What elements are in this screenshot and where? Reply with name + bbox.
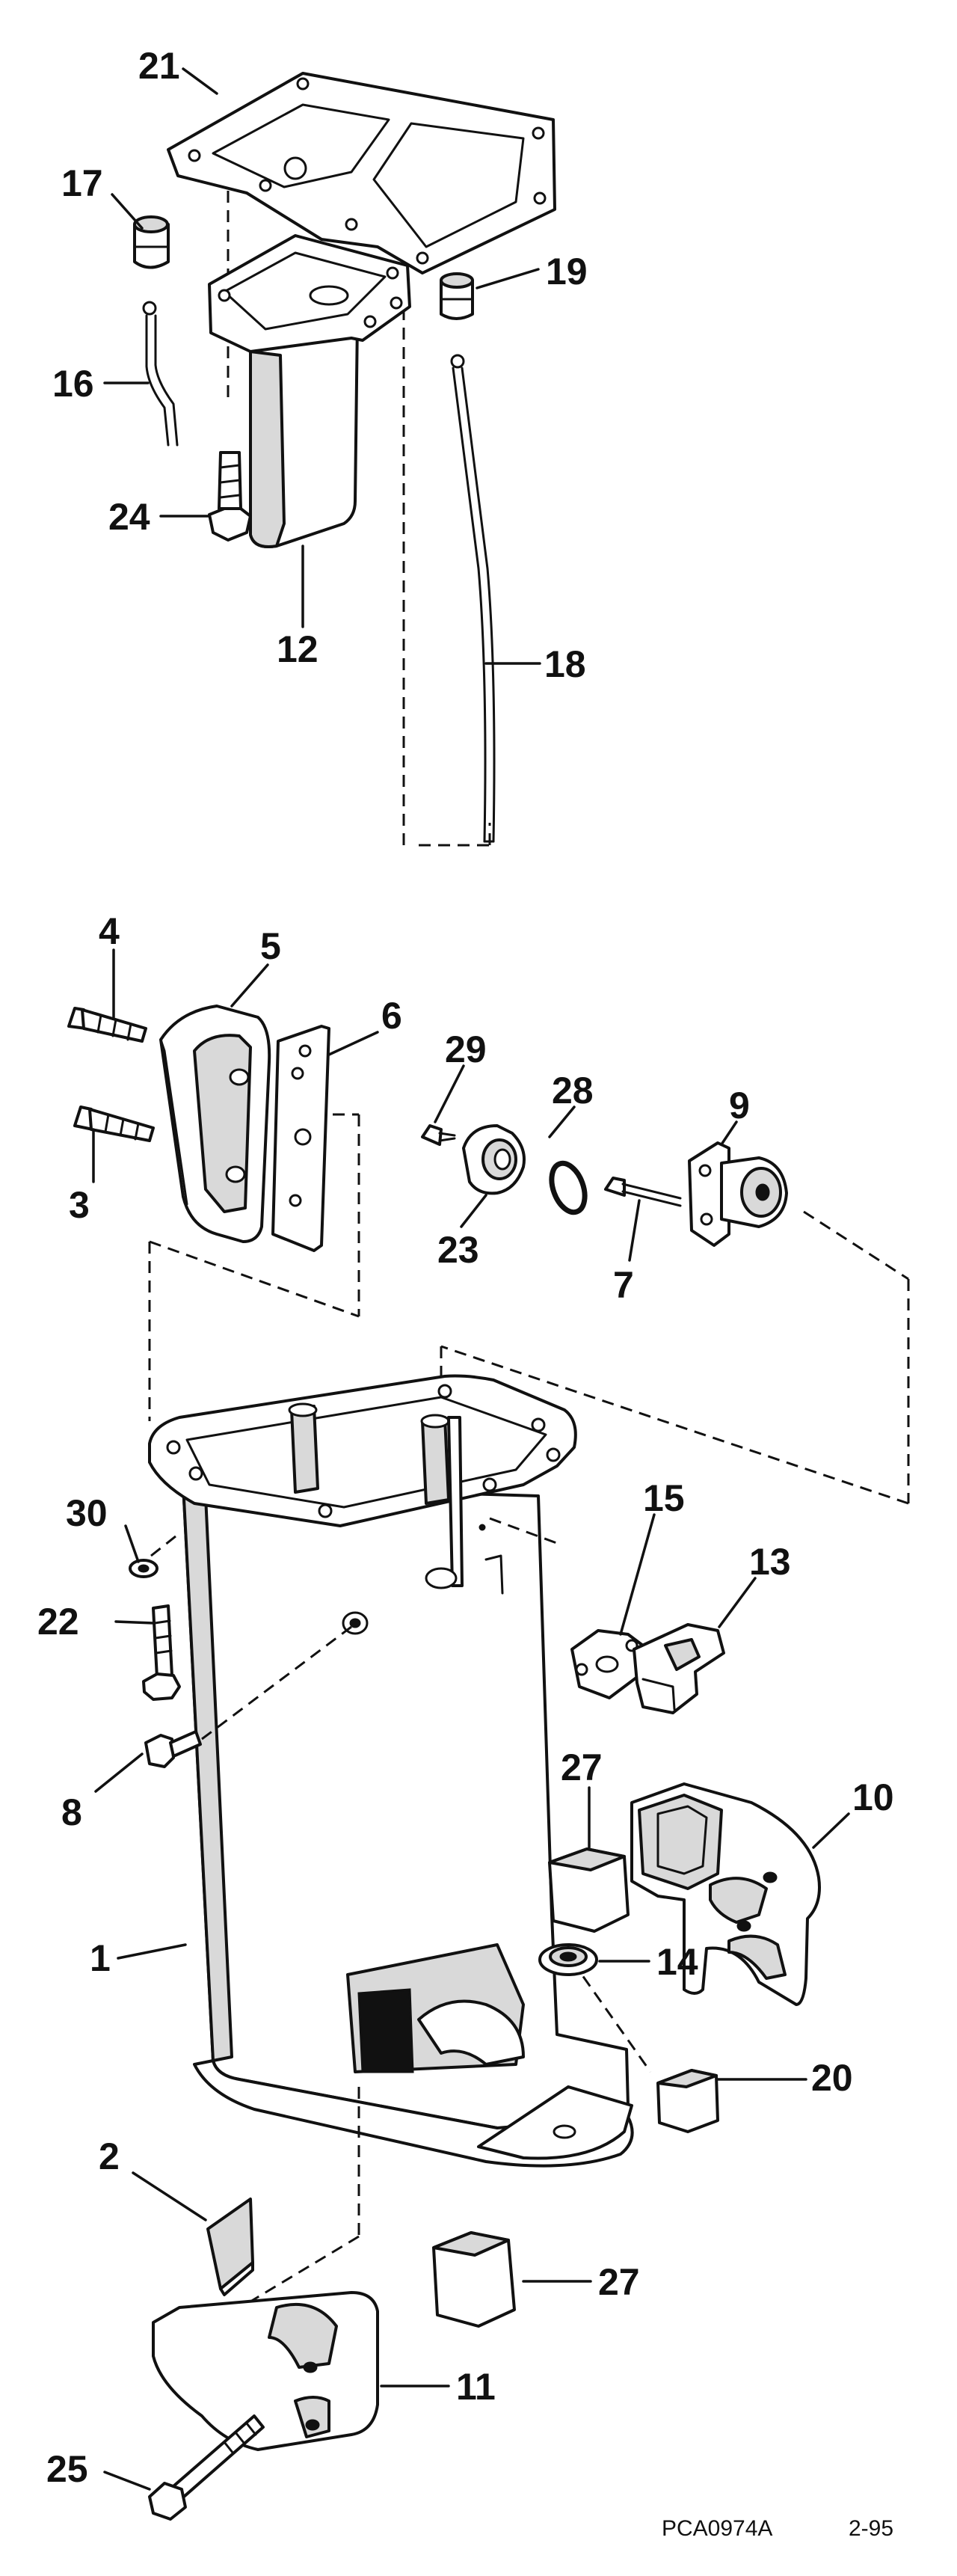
part-27-block-upper bbox=[548, 1847, 630, 1933]
callout-labels: 21 17 19 16 24 12 18 4 5 6 29 28 9 3 23 … bbox=[37, 45, 894, 2490]
part-6-gasket bbox=[271, 1025, 330, 1252]
callout-28: 28 bbox=[552, 1070, 594, 1111]
part-5-cover bbox=[159, 1005, 271, 1243]
callout-18: 18 bbox=[544, 643, 586, 685]
callout-6: 6 bbox=[381, 995, 402, 1037]
part-19-grommet bbox=[440, 272, 474, 320]
callout-2: 2 bbox=[99, 2135, 120, 2177]
part-25-screw bbox=[148, 2414, 265, 2521]
callout-5: 5 bbox=[260, 925, 281, 967]
callout-27-upper: 27 bbox=[561, 1747, 603, 1788]
callout-3: 3 bbox=[69, 1184, 90, 1226]
part-16-water-tube bbox=[142, 301, 179, 447]
callout-23: 23 bbox=[437, 1229, 479, 1271]
part-4-screw bbox=[67, 1007, 147, 1043]
part-1-driveshaft-housing bbox=[148, 1374, 634, 2168]
callout-16: 16 bbox=[52, 363, 94, 405]
part-29-screw bbox=[421, 1124, 456, 1146]
alignment-box-cover bbox=[148, 1113, 360, 1421]
callout-1: 1 bbox=[90, 1937, 111, 1979]
part-10-cover bbox=[630, 1782, 821, 2006]
callout-9: 9 bbox=[729, 1085, 750, 1126]
part-21-gasket bbox=[167, 72, 556, 275]
callout-27-lower: 27 bbox=[598, 2261, 640, 2303]
callout-19: 19 bbox=[546, 251, 588, 292]
part-27-block-lower bbox=[432, 2231, 516, 2328]
callout-11: 11 bbox=[456, 2366, 496, 2408]
part-28-o-ring bbox=[549, 1160, 588, 1215]
callout-21: 21 bbox=[138, 45, 180, 87]
part-8-screw bbox=[144, 1730, 202, 1768]
callout-7: 7 bbox=[613, 1264, 634, 1306]
part-23-adapter bbox=[462, 1124, 526, 1195]
part-9-connector bbox=[688, 1141, 788, 1247]
part-3-screw bbox=[73, 1105, 155, 1142]
part-7-screw bbox=[604, 1177, 682, 1207]
part-14-grommet bbox=[538, 1943, 598, 1976]
part-20-block bbox=[656, 2069, 719, 2133]
callout-14: 14 bbox=[656, 1941, 698, 1983]
part-30-washer bbox=[129, 1559, 159, 1578]
part-2-plate bbox=[206, 2198, 254, 2296]
part-17-grommet bbox=[133, 215, 170, 269]
callout-29: 29 bbox=[445, 1028, 487, 1070]
part-18-water-tube bbox=[450, 354, 496, 843]
callout-25: 25 bbox=[46, 2448, 88, 2490]
callout-10: 10 bbox=[852, 1776, 894, 1818]
callout-30: 30 bbox=[66, 1492, 108, 1534]
callout-13: 13 bbox=[749, 1541, 791, 1583]
part-12-exhaust-housing bbox=[208, 234, 411, 548]
callout-4: 4 bbox=[99, 910, 120, 952]
drawing-code: PCA0974A bbox=[662, 2516, 772, 2541]
drawing-reference: PCA0974A 2-95 bbox=[662, 2516, 893, 2541]
callout-24: 24 bbox=[108, 496, 150, 538]
callout-12: 12 bbox=[277, 628, 319, 670]
part-15-gasket bbox=[570, 1629, 644, 1699]
part-11-lower-cover bbox=[152, 2291, 379, 2451]
callout-22: 22 bbox=[37, 1601, 79, 1643]
date-code: 2-95 bbox=[849, 2516, 893, 2541]
callout-15: 15 bbox=[643, 1477, 685, 1519]
leader-lines bbox=[92, 67, 850, 2491]
callout-20: 20 bbox=[811, 2057, 853, 2099]
part-22-screw bbox=[142, 1604, 181, 1701]
callout-17: 17 bbox=[61, 162, 103, 204]
callout-8: 8 bbox=[61, 1791, 82, 1833]
part-13-clamp bbox=[633, 1623, 725, 1714]
part-24-screw bbox=[208, 451, 252, 542]
